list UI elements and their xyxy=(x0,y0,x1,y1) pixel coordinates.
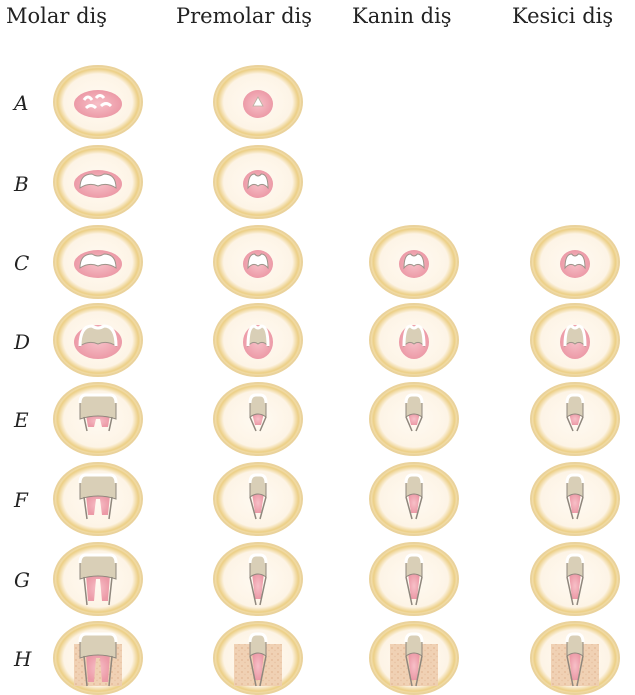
molar-stage-e xyxy=(54,383,142,455)
canine-stage-d xyxy=(370,304,458,376)
canine-stage-f xyxy=(370,463,458,535)
molar-stage-c xyxy=(54,226,142,298)
incisor-stage-c xyxy=(531,226,619,298)
canine-stage-h xyxy=(370,622,458,694)
premolar-stage-b xyxy=(214,146,302,218)
molar-stage-g xyxy=(54,543,142,615)
canine-stage-g xyxy=(370,543,458,615)
incisor-stage-e xyxy=(531,383,619,455)
canine-stage-c xyxy=(370,226,458,298)
premolar-stage-g xyxy=(214,543,302,615)
premolar-stage-e xyxy=(214,383,302,455)
canine-stage-e xyxy=(370,383,458,455)
incisor-stage-f xyxy=(531,463,619,535)
incisor-stage-g xyxy=(531,543,619,615)
molar-stage-h xyxy=(54,622,142,694)
incisor-stage-d xyxy=(531,304,619,376)
premolar-stage-c xyxy=(214,226,302,298)
premolar-stage-d xyxy=(214,304,302,376)
molar-stage-a xyxy=(54,66,142,138)
premolar-stage-a xyxy=(214,66,302,138)
molar-stage-d xyxy=(54,304,142,376)
premolar-stage-f xyxy=(214,463,302,535)
molar-stage-b xyxy=(54,146,142,218)
premolar-stage-h xyxy=(214,622,302,694)
incisor-stage-h xyxy=(531,622,619,694)
molar-stage-f xyxy=(54,463,142,535)
